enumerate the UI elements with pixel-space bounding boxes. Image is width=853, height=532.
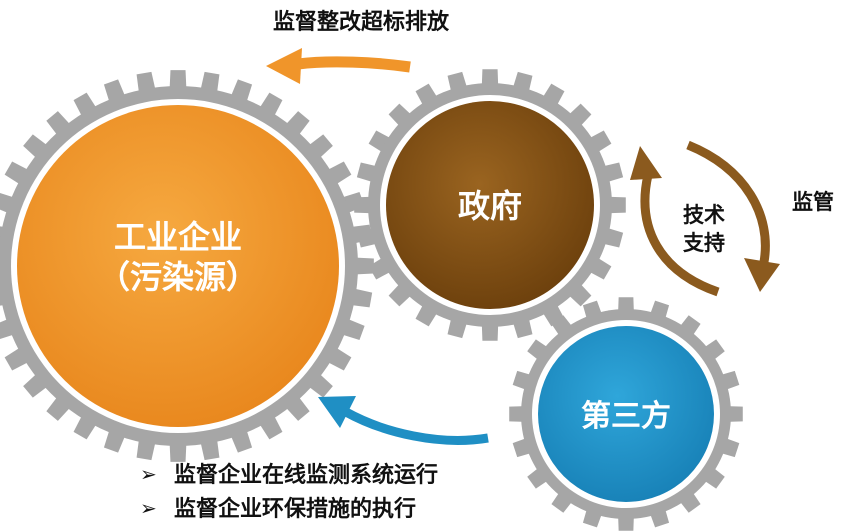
gear-tooth [169, 70, 187, 91]
industry-gear-center [17, 105, 339, 427]
industry-label-line1: 工业企业 [114, 218, 242, 256]
gear-tooth [353, 257, 374, 275]
support-label-line2: 支持 [683, 230, 725, 255]
industry-gear [0, 70, 374, 462]
industry-gear-teeth [0, 70, 374, 462]
bullet-item: 监督企业环保措施的执行 [174, 496, 416, 522]
bullet-marker: ➢ [140, 462, 157, 486]
gear-tooth [607, 196, 626, 214]
gear-tooth [481, 69, 499, 88]
industry-label-line2: （污染源） [98, 258, 258, 296]
third-party-gear-center [538, 326, 714, 502]
bullet-list: ➢ 监督企业在线监测系统运行 ➢ 监督企业环保措施的执行 [140, 462, 438, 522]
government-gear-center [386, 101, 594, 309]
regulate-label: 监管 [792, 189, 834, 214]
support-label-line1: 技术 [683, 202, 725, 227]
third-party-label: 第三方 [581, 399, 671, 434]
gear-tooth [169, 441, 187, 462]
government-gear [354, 69, 626, 341]
gear-tooth [481, 322, 499, 341]
government-label: 政府 [458, 187, 522, 225]
bottom-arrow [318, 396, 489, 445]
regulate-arrow [686, 140, 780, 292]
top-arrow-label: 监督整改超标排放 [273, 9, 450, 35]
support-arrow [630, 146, 720, 297]
third-party-gear [509, 297, 743, 531]
bullet-item: 监督企业在线监测系统运行 [174, 462, 438, 488]
top-arrow [266, 48, 411, 84]
gear-tooth [354, 196, 373, 214]
bullet-marker: ➢ [140, 496, 157, 520]
